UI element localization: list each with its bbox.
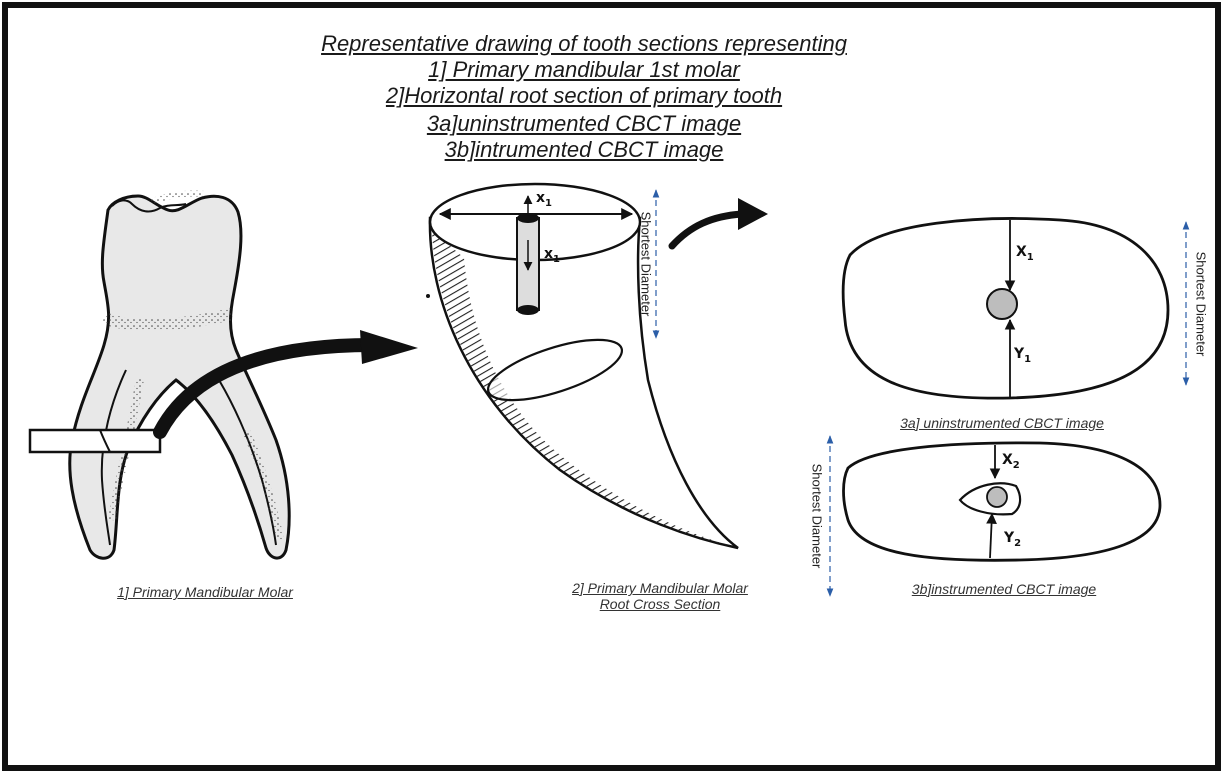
molar-drawing: [30, 193, 289, 558]
caption-panel-3a: 3a] uninstrumented CBCT image: [900, 415, 1104, 431]
marker-x1-panel-2: x1: [536, 190, 552, 209]
molar-outline: [70, 196, 289, 558]
shortest-diameter-label-3a: Shortest Diameter: [1194, 252, 1209, 357]
root-section-drawing: [430, 184, 738, 548]
canal-3a: [987, 289, 1017, 319]
title-line-4: 3a]uninstrumented CBCT image: [427, 112, 741, 136]
caption-panel-2-line-1: 2] Primary Mandibular Molar: [572, 580, 748, 596]
section-marker: [30, 430, 160, 452]
marker-y2-panel-3b: Y2: [1004, 530, 1021, 549]
title-line-1: Representative drawing of tooth sections…: [321, 32, 847, 56]
cbct-uninstrumented-drawing: [843, 219, 1186, 399]
marker-x2-panel-3b: X2: [1002, 452, 1020, 471]
caption-panel-2: 2] Primary Mandibular Molar Root Cross S…: [572, 580, 748, 612]
cbct-instrumented-drawing: [830, 436, 1160, 596]
marker-x1b-panel-2: x1: [544, 246, 560, 265]
shortest-diameter-label-2: Shortest Diameter: [639, 212, 654, 317]
transition-arrow-2: [672, 214, 742, 246]
caption-panel-2-line-2: Root Cross Section: [572, 596, 748, 612]
canal-3b: [987, 487, 1007, 507]
caption-panel-3b: 3b]instrumented CBCT image: [912, 581, 1096, 597]
title-line-5: 3b]intrumented CBCT image: [445, 138, 724, 162]
marker-x1-panel-3a: X1: [1016, 244, 1034, 263]
caption-panel-1: 1] Primary Mandibular Molar: [117, 584, 293, 600]
title-line-2: 1] Primary mandibular 1st molar: [428, 58, 740, 82]
marker-y1-panel-3a: Y1: [1014, 346, 1031, 365]
shortest-diameter-label-3b: Shortest Diameter: [810, 464, 825, 569]
title-line-3: 2]Horizontal root section of primary too…: [386, 84, 782, 108]
